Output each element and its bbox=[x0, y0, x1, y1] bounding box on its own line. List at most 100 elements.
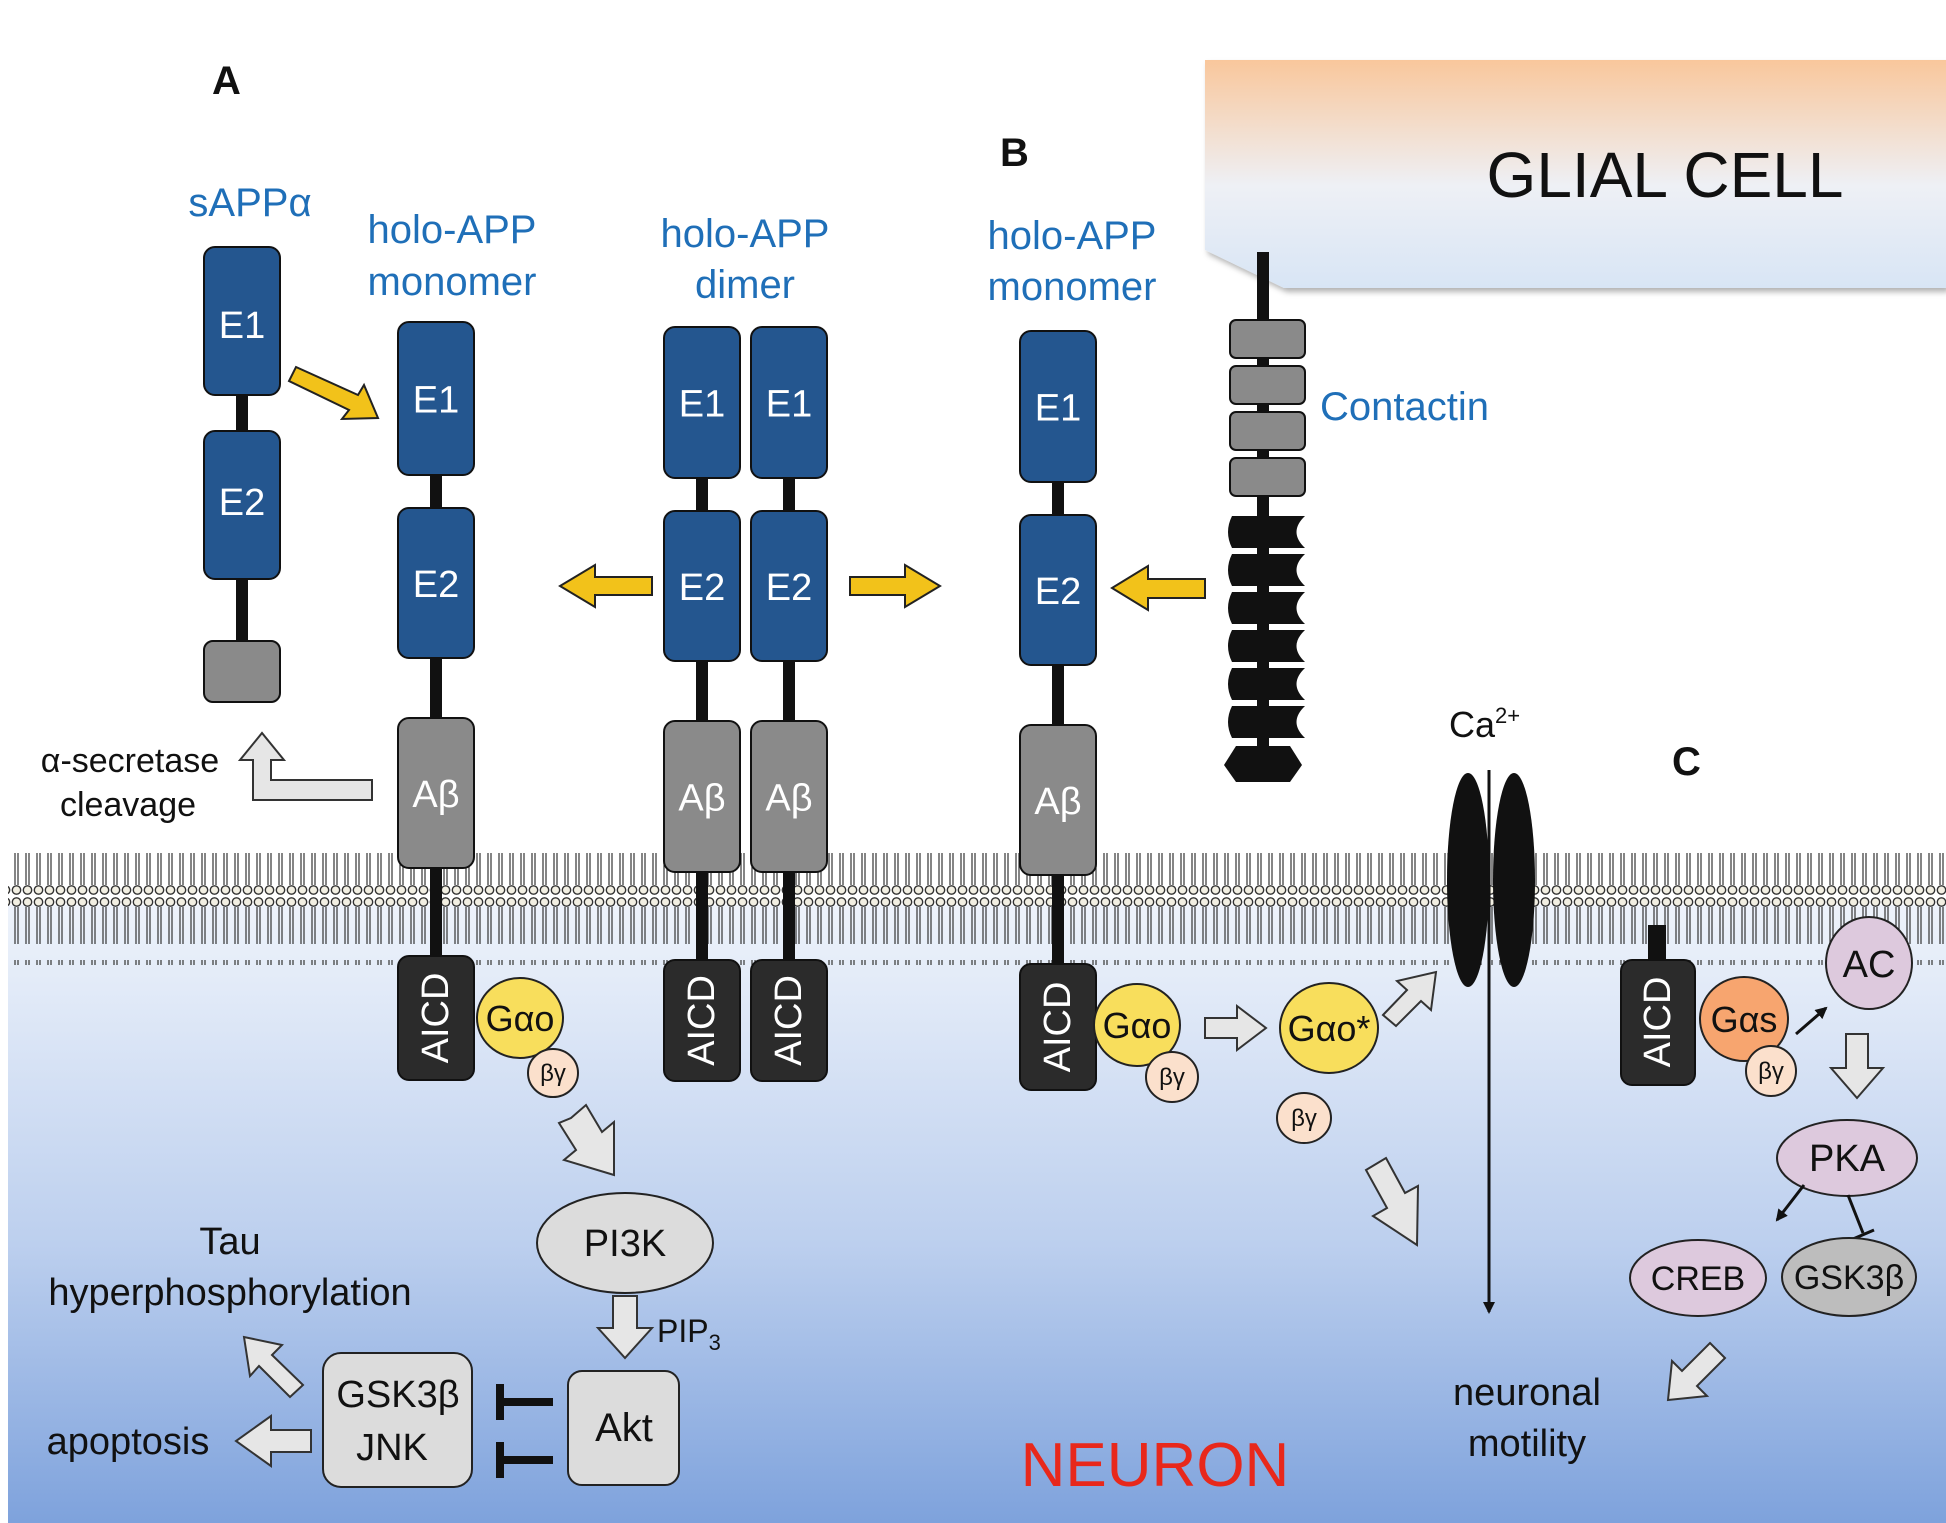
caption-monomer-a-line1: holo-APP bbox=[368, 208, 537, 252]
contactin-ig-domain bbox=[1228, 630, 1305, 662]
app-e1-domain bbox=[1019, 330, 1097, 483]
bg-b-free-label: βγ bbox=[1291, 1105, 1317, 1132]
bg-a-label: βγ bbox=[540, 1060, 566, 1087]
pi3k-label: PI3K bbox=[584, 1223, 666, 1265]
calcium-charge: 2+ bbox=[1495, 703, 1520, 728]
contactin-ig-domain bbox=[1228, 706, 1305, 738]
app-e2-domain bbox=[663, 510, 741, 662]
arrow-gao-to-channel bbox=[1381, 970, 1438, 1028]
app-aicd-domain bbox=[397, 955, 475, 1081]
gao-active-node bbox=[1279, 982, 1379, 1074]
contactin-ig-domain bbox=[1228, 592, 1305, 624]
motility-label-line2: motility bbox=[1468, 1423, 1586, 1465]
pip3-base: PIP bbox=[657, 1313, 709, 1349]
contactin-fn-domain-1 bbox=[1229, 319, 1306, 359]
gao-b-node bbox=[1093, 983, 1181, 1067]
caption-monomer-a-line2: monomer bbox=[368, 260, 537, 304]
app-abeta-label: Aβ bbox=[765, 778, 812, 820]
pi3k-node bbox=[536, 1192, 714, 1294]
gsk3b-c-node bbox=[1781, 1237, 1917, 1317]
caption-dimer-line2: dimer bbox=[695, 263, 795, 307]
contactin-ig-domain bbox=[1228, 516, 1305, 548]
tau-label-line1: Tau bbox=[199, 1221, 260, 1263]
app-aicd-label: AICD bbox=[415, 973, 457, 1064]
ac-node bbox=[1825, 916, 1913, 1010]
gao-a-node bbox=[476, 977, 564, 1059]
app-e1-domain bbox=[750, 326, 828, 479]
panel-label-a: A bbox=[212, 59, 241, 103]
app-proteins: E1E2AβAICDE1E2AβAICDE1E2AβAICDE1E2AβAICD… bbox=[397, 321, 1696, 1091]
gsk3b-jnk-node bbox=[322, 1352, 473, 1488]
arrow-dimer-to-monomer-a bbox=[558, 563, 653, 609]
arrow-g-to-pi3k bbox=[557, 1103, 615, 1177]
sappa-e1-domain bbox=[203, 246, 281, 396]
bg-c-node bbox=[1745, 1045, 1797, 1097]
app-abeta-label: Aβ bbox=[1034, 781, 1081, 823]
sappa-fragment: E1 E2 bbox=[203, 246, 281, 703]
pip3-subscript: 3 bbox=[709, 1330, 721, 1355]
gao-a-label: Gαo bbox=[486, 998, 555, 1039]
app-abeta-domain bbox=[663, 720, 741, 873]
sappa-stub-domain bbox=[203, 640, 281, 703]
bg-b-free-node bbox=[1276, 1092, 1332, 1144]
caption-monomer-b-line1: holo-APP bbox=[988, 214, 1157, 258]
glial-cell-body bbox=[1205, 60, 1946, 288]
gas-label: Gαs bbox=[1711, 999, 1778, 1040]
caption-dimer-line1: holo-APP bbox=[661, 212, 830, 256]
sappa-e2-domain bbox=[203, 430, 281, 580]
akt-label: Akt bbox=[595, 1406, 653, 1450]
app-aicd-domain bbox=[1620, 959, 1696, 1086]
channel-subunit-right bbox=[1493, 773, 1535, 987]
app-e2-label: E2 bbox=[1035, 571, 1081, 613]
app-abeta-label: Aβ bbox=[678, 778, 725, 820]
calcium-ion-label: Ca2+ bbox=[1449, 703, 1520, 745]
app-stub bbox=[1648, 925, 1666, 965]
sappa-e1-label: E1 bbox=[219, 305, 265, 347]
jnk-label: JNK bbox=[356, 1427, 428, 1469]
gsk3b-a-label: GSK3β bbox=[336, 1374, 459, 1416]
arrow-to-tau bbox=[242, 1335, 305, 1399]
app-e2-domain bbox=[750, 510, 828, 662]
app-aicd-label: AICD bbox=[768, 975, 810, 1066]
arrow-sappa-to-e1 bbox=[287, 365, 380, 421]
bg-c-label: βγ bbox=[1758, 1058, 1784, 1085]
contactin-ig-domain bbox=[1228, 554, 1305, 586]
app-abeta-domain bbox=[397, 717, 475, 869]
app-abeta-domain bbox=[750, 720, 828, 873]
contactin-fn-domain-4 bbox=[1229, 457, 1306, 497]
app-e1-label: E1 bbox=[766, 384, 812, 426]
app-aicd-label: AICD bbox=[681, 975, 723, 1066]
app-e2-label: E2 bbox=[413, 564, 459, 606]
cleavage-label-line1: α-secretase bbox=[41, 742, 219, 780]
panel-label-c: C bbox=[1672, 740, 1701, 784]
arrow-gas-to-ac bbox=[1795, 1006, 1828, 1036]
arrow-ac-to-pka bbox=[1828, 1033, 1886, 1100]
glial-cell-label: GLIAL CELL bbox=[1487, 139, 1844, 211]
sappa-e2-label: E2 bbox=[219, 482, 265, 524]
contactin-fn-domain-2 bbox=[1229, 365, 1306, 405]
creb-node bbox=[1629, 1239, 1767, 1317]
cleavage-label-line2: cleavage bbox=[60, 786, 196, 824]
arrow-pka-to-creb bbox=[1775, 1184, 1806, 1222]
creb-label: CREB bbox=[1651, 1260, 1745, 1298]
app-e2-label: E2 bbox=[766, 567, 812, 609]
akt-node bbox=[567, 1370, 680, 1486]
gsk3b-c-label: GSK3β bbox=[1794, 1259, 1904, 1297]
app-aicd-domain bbox=[663, 959, 741, 1082]
gao-active-label: Gαo* bbox=[1288, 1008, 1371, 1049]
app-abeta-label: Aβ bbox=[412, 774, 459, 816]
caption-contactin: Contactin bbox=[1320, 385, 1489, 429]
plasma-membrane bbox=[8, 853, 1946, 965]
app-e1-label: E1 bbox=[413, 380, 459, 422]
panel-label-b: B bbox=[1000, 131, 1029, 175]
inhibition-akt-gsk3b bbox=[496, 1384, 553, 1478]
app-e2-domain bbox=[397, 507, 475, 659]
apoptosis-label: apoptosis bbox=[47, 1421, 210, 1463]
neuron-label: NEURON bbox=[1021, 1431, 1290, 1500]
pip3-label: PIP3 bbox=[657, 1313, 721, 1355]
app-e2-domain bbox=[1019, 514, 1097, 666]
app-e1-domain bbox=[397, 321, 475, 476]
motility-label-line1: neuronal bbox=[1453, 1372, 1601, 1414]
